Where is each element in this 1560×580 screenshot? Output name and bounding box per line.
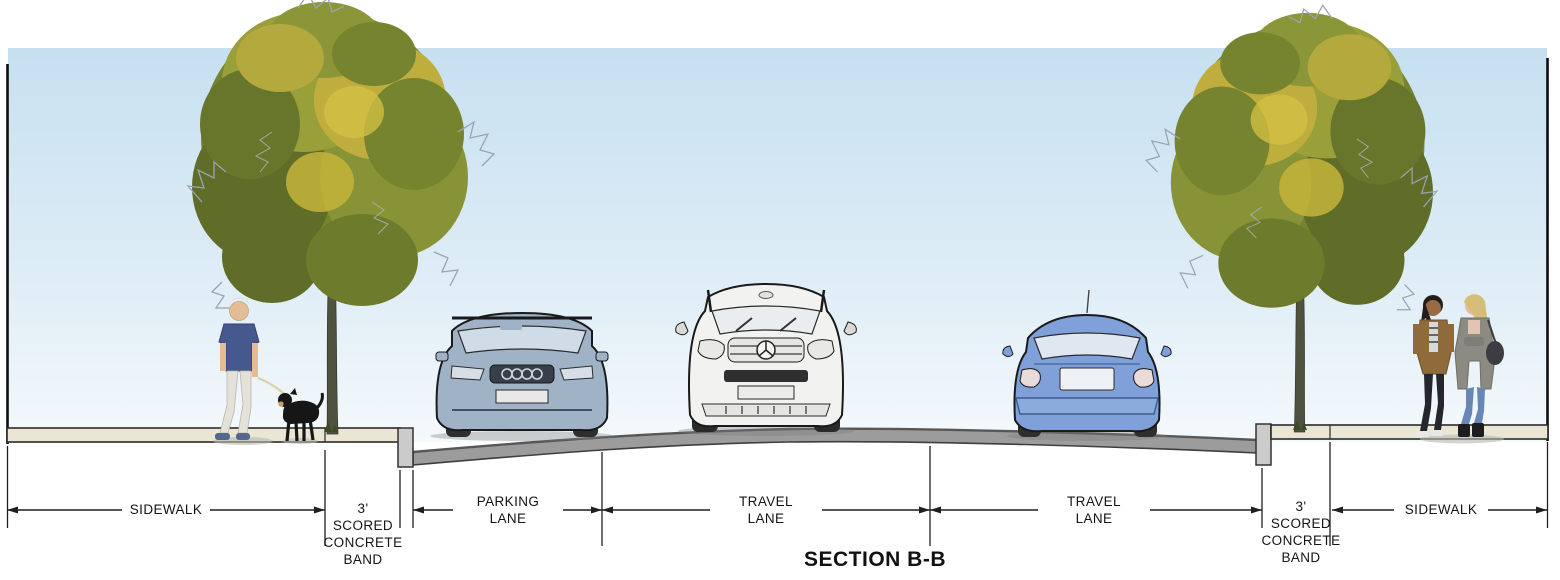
man-leg — [219, 370, 239, 434]
side-mirror — [843, 321, 857, 336]
label-travel-lane-2: TRAVEL LANE — [1067, 494, 1121, 526]
curb-right — [1255, 423, 1272, 466]
label-parking-lane: PARKING LANE — [477, 494, 540, 526]
license-plate — [495, 389, 549, 404]
svg-text:3': 3' — [1296, 499, 1307, 514]
man-shoe — [236, 433, 250, 440]
svg-text:SCORED: SCORED — [333, 518, 393, 533]
woman-blonde — [1454, 294, 1504, 437]
headlight — [697, 339, 725, 360]
tree-pit-right — [1293, 420, 1307, 430]
car-suv — [675, 282, 857, 436]
bumper-ticks — [725, 406, 807, 414]
car-sedan — [1002, 289, 1172, 441]
car-station-wagon — [430, 311, 614, 441]
side-mirror — [1002, 345, 1014, 357]
label-sidewalk-left: SIDEWALK — [130, 502, 202, 517]
tree-pit-left — [324, 422, 338, 432]
bumper — [1015, 397, 1159, 415]
windshield — [711, 305, 821, 335]
taillight — [1019, 368, 1041, 388]
headlight — [450, 365, 485, 381]
woman-dark-hair — [1413, 295, 1454, 437]
man-arm-left — [220, 343, 226, 371]
dog-muzzle — [278, 401, 284, 407]
antenna — [1086, 289, 1090, 314]
svg-text:BAND: BAND — [343, 552, 382, 567]
side-mirror — [675, 321, 689, 336]
lower-grille — [724, 370, 808, 382]
dimension-arrowheads — [7, 506, 1547, 514]
license-plate — [1059, 367, 1115, 391]
man-arm-right — [252, 343, 258, 377]
svg-text:3': 3' — [358, 501, 369, 516]
dog-tail — [315, 392, 324, 409]
side-mirror — [435, 351, 449, 362]
mirror-interior — [500, 322, 522, 330]
audi-rings-emblem — [501, 368, 543, 380]
svg-text:CONCRETE: CONCRETE — [324, 535, 403, 550]
wiper — [735, 317, 753, 332]
dog-ear — [290, 388, 297, 395]
man-head — [229, 301, 249, 321]
label-sidewalk-right: SIDEWALK — [1405, 502, 1477, 517]
svg-text:TRAVEL: TRAVEL — [1067, 494, 1121, 509]
mercedes-star-emblem — [756, 340, 776, 360]
roof-rail — [819, 289, 826, 313]
svg-text:TRAVEL: TRAVEL — [739, 494, 793, 509]
svg-text:PARKING: PARKING — [477, 494, 540, 509]
headlight — [807, 339, 835, 360]
license-plate — [737, 385, 795, 400]
svg-text:BAND: BAND — [1281, 550, 1320, 565]
curb-left — [397, 427, 414, 468]
man-shoe — [215, 433, 230, 440]
road-top-edge — [412, 427, 1258, 454]
sidewalk-left — [6, 427, 401, 443]
rear-window — [1033, 332, 1141, 360]
extension-lines — [6, 442, 1549, 546]
wiper — [779, 317, 797, 332]
dog-legs — [285, 418, 315, 442]
label-scored-band-left: 3' SCORED CONCRETE BAND — [324, 501, 403, 567]
pedestrian-man-with-dog — [213, 297, 324, 445]
svg-text:LANE: LANE — [748, 511, 785, 526]
bumper — [701, 403, 831, 417]
taillight — [1133, 368, 1155, 388]
side-mirror — [1160, 345, 1172, 357]
svg-text:SCORED: SCORED — [1271, 516, 1331, 531]
svg-text:CONCRETE: CONCRETE — [1262, 533, 1341, 548]
svg-text:LANE: LANE — [1076, 511, 1113, 526]
roof-rail — [706, 289, 713, 313]
roof-antenna — [758, 291, 774, 299]
dog-body — [282, 400, 320, 424]
svg-text:LANE: LANE — [490, 511, 527, 526]
label-travel-lane-1: TRAVEL LANE — [739, 494, 793, 526]
section-title: SECTION B-B — [804, 548, 946, 571]
windshield — [457, 325, 587, 354]
label-scored-band-right: 3' SCORED CONCRETE BAND — [1262, 499, 1341, 565]
pedestrians-two-women — [1413, 294, 1504, 444]
side-mirror — [595, 351, 609, 362]
sidewalk-right — [1270, 424, 1549, 440]
headlight — [559, 365, 594, 381]
